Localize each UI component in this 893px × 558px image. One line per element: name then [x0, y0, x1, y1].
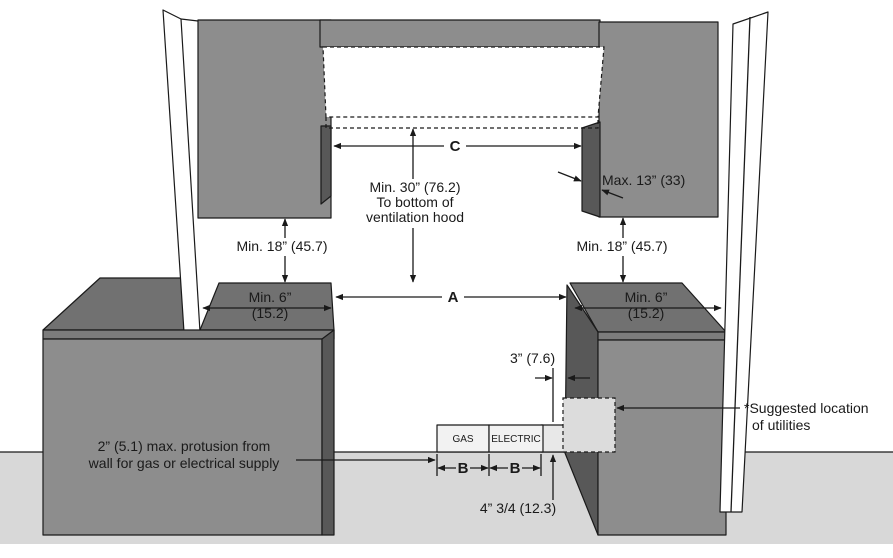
dimension-a-label: A: [448, 289, 459, 306]
side-left-label-1: Min. 6”: [249, 289, 292, 305]
hood-clearance-line-3: ventilation hood: [366, 209, 464, 225]
lower-cabinet-right: [597, 339, 727, 536]
side-right-label-1: Min. 6”: [625, 289, 668, 305]
upper-left-clearance-label: Min. 18” (45.7): [236, 238, 327, 254]
label-bg: [456, 460, 470, 476]
wall-protrusion: [540, 424, 566, 453]
countertop-left-back: [42, 277, 185, 331]
side-wall-left-edge: [180, 18, 199, 22]
dimension-b-right-label: B: [510, 460, 521, 477]
electric-label: ELECTRIC: [491, 434, 540, 445]
max-depth-arrow-left: [557, 171, 582, 182]
suggested-utility-area: [562, 397, 616, 453]
upper-cabinet-left: [197, 19, 332, 219]
protrusion-note-line-1: 2” (5.1) max. protusion from: [98, 438, 271, 454]
hood-clearance-line-2: To bottom of: [376, 194, 453, 210]
side-wall-right: [719, 11, 769, 513]
upper-cabinet-right: [598, 21, 719, 218]
suggested-location-line-1: *Suggested location: [744, 400, 869, 416]
electric-box: [488, 424, 544, 453]
side-wall-right-edge: [730, 16, 751, 513]
hood-top-band: [319, 19, 601, 48]
label-bg: [233, 238, 335, 256]
side-left-label-2: (15.2): [252, 305, 289, 321]
label-bg: [444, 137, 466, 155]
hood-clearance-line-1: Min. 30” (76.2): [369, 179, 460, 195]
dimension-b-left-label: B: [458, 460, 469, 477]
lower-cabinet-left: [42, 338, 323, 536]
offset-side-label: 3” (7.6): [510, 350, 555, 366]
countertop-left-edge: [42, 329, 335, 340]
upper-right-clearance-label: Min. 18” (45.7): [576, 238, 667, 254]
label-bg: [442, 288, 464, 306]
label-bg: [508, 460, 522, 476]
utility-height-label: 4” 3/4 (12.3): [480, 500, 556, 516]
countertop-right-edge: [597, 331, 727, 341]
upper-cabinet-left-side: [320, 125, 332, 205]
side-right-label-2: (15.2): [628, 305, 665, 321]
ventilation-hood: [322, 46, 605, 118]
suggested-location-line-2: of utilities: [752, 417, 810, 433]
dimension-c-label: C: [450, 138, 461, 155]
gas-label: GAS: [452, 434, 473, 445]
label-bg: [360, 179, 470, 228]
max-depth-arrow-right: [601, 189, 624, 199]
label-bg: [571, 238, 675, 256]
max-depth-label: Max. 13” (33): [602, 172, 685, 188]
ventilation-hood-bottom: [325, 117, 599, 129]
upper-cabinet-right-side: [581, 121, 601, 218]
protrusion-note-line-2: wall for gas or electrical supply: [88, 455, 280, 471]
lower-cabinet-left-side: [321, 329, 335, 536]
